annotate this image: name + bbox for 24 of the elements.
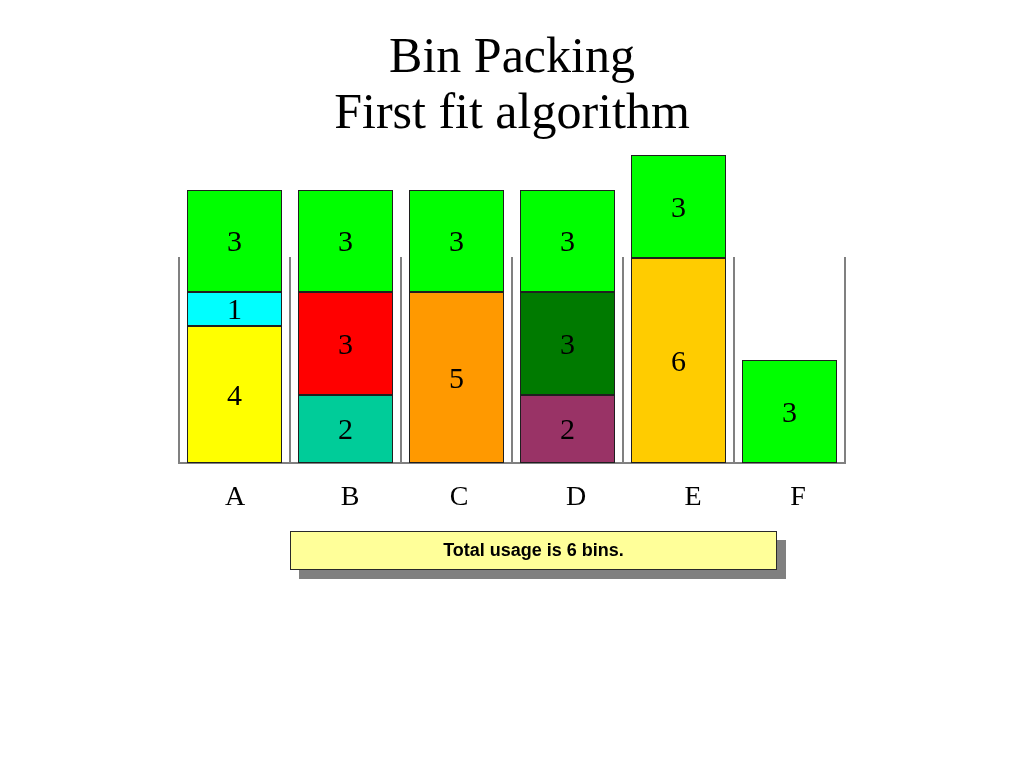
packed-item: 3 bbox=[520, 292, 615, 395]
packed-item: 5 bbox=[409, 292, 504, 463]
packed-item: 3 bbox=[298, 190, 393, 292]
bin-label: D bbox=[565, 482, 587, 510]
packed-item: 2 bbox=[298, 395, 393, 463]
packed-item: 3 bbox=[409, 190, 504, 292]
bin-label: A bbox=[224, 482, 246, 510]
packed-item: 1 bbox=[187, 292, 282, 326]
note-box bbox=[290, 531, 786, 579]
note-text: Total usage is 6 bins. bbox=[443, 539, 624, 562]
packed-item: 3 bbox=[298, 292, 393, 395]
subtitle: First fit algorithm bbox=[334, 84, 690, 139]
packed-item: 3 bbox=[742, 360, 837, 463]
bin-label: C bbox=[449, 482, 469, 510]
title: Bin Packing bbox=[389, 28, 635, 83]
bin-label: F bbox=[790, 482, 806, 510]
packed-item: 4 bbox=[187, 326, 282, 463]
packed-item: 3 bbox=[520, 190, 615, 292]
bin-label: E bbox=[684, 482, 702, 510]
packed-item: 6 bbox=[631, 258, 726, 463]
packed-item: 2 bbox=[520, 395, 615, 463]
bin-label: B bbox=[340, 482, 360, 510]
packed-item: 3 bbox=[631, 155, 726, 258]
packed-item: 3 bbox=[187, 190, 282, 292]
